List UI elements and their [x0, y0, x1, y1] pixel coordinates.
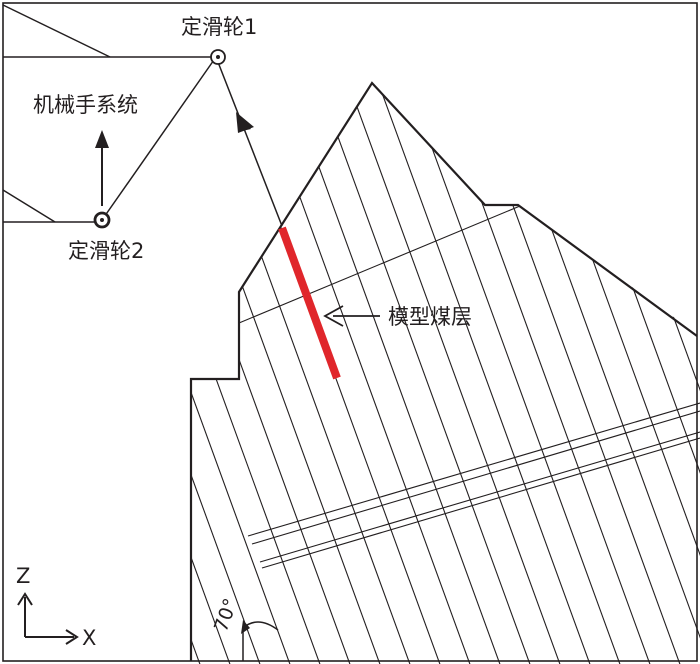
pull-arrow-head: [236, 112, 254, 133]
dip-line: [191, 83, 233, 664]
dip-line: [669, 83, 700, 664]
pulley-2-label: 定滑轮2: [68, 239, 144, 263]
axis-x-label: X: [82, 626, 96, 650]
cross-layer-line: [261, 437, 700, 569]
cross-layer-line: [238, 205, 521, 324]
dip-line: [191, 83, 383, 664]
robot-system-label: 机械手系统: [33, 93, 138, 117]
robot-lift-arrow: [95, 130, 109, 206]
dip-line: [249, 83, 473, 664]
dip-line: [279, 83, 503, 664]
dip-line: [579, 83, 700, 664]
dip-line: [609, 83, 700, 664]
dip-line: [191, 83, 263, 664]
dip-line: [639, 83, 700, 664]
angle-label: 70°: [210, 596, 242, 635]
dip-line: [459, 83, 683, 664]
coordinate-axes: [17, 592, 79, 645]
dip-line: [519, 83, 700, 664]
dip-line: [369, 83, 593, 664]
cable: [101, 56, 283, 227]
cross-layer-line: [259, 431, 700, 563]
dip-line: [429, 83, 653, 664]
cross-layer-line: [251, 410, 700, 545]
dip-line: [191, 83, 413, 664]
model-outline: [189, 81, 698, 661]
dip-line: [399, 83, 623, 664]
dip-angle-arc: [241, 620, 279, 661]
dip-line: [339, 83, 563, 664]
pulley-1-label: 定滑轮1: [181, 15, 257, 39]
model-layer-lines: [191, 83, 700, 664]
axis-z-label: Z: [16, 564, 30, 588]
pulley-2-icon: [93, 211, 111, 229]
coal-seam-pointer: [323, 305, 380, 327]
coal-seam: [278, 226, 341, 380]
coal-seam-label: 模型煤层: [388, 305, 472, 329]
cross-layer-line: [247, 402, 700, 537]
robot-system-frame: [2, 4, 216, 223]
dip-line: [191, 83, 293, 664]
dip-line: [191, 83, 323, 664]
dip-line: [309, 83, 533, 664]
dip-line: [549, 83, 700, 664]
dip-line: [191, 83, 353, 664]
dip-line: [489, 83, 700, 664]
pulley-1-icon: [210, 49, 226, 65]
